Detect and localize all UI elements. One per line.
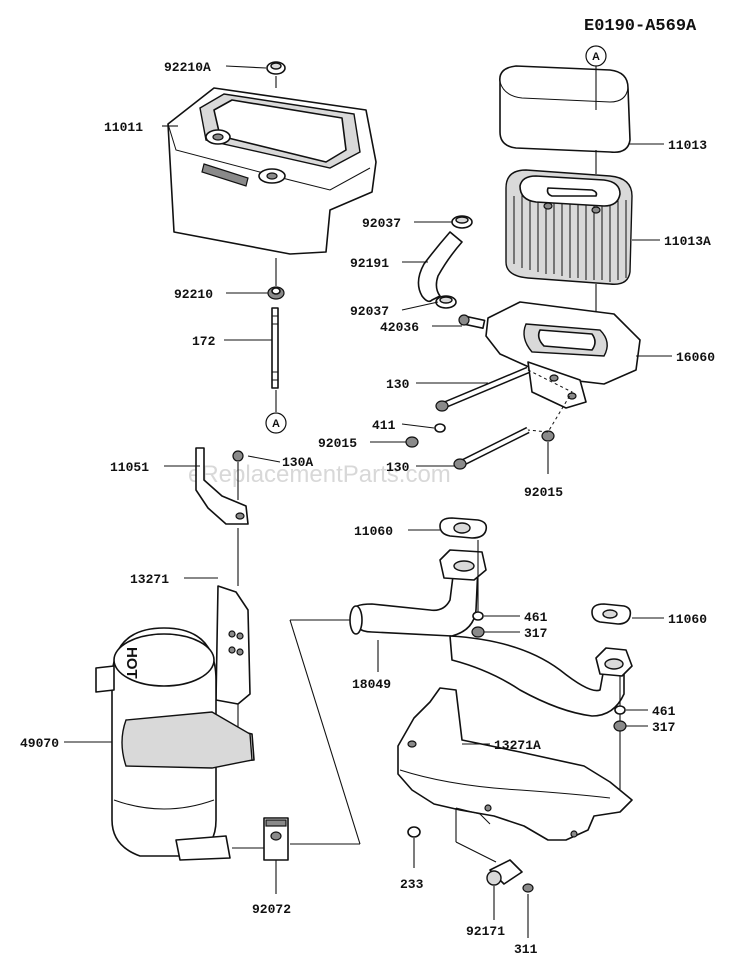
label-18049: 18049 bbox=[352, 677, 391, 692]
bolt-130-lower bbox=[453, 426, 530, 470]
air-cleaner-cover bbox=[167, 87, 377, 255]
knob-92210A bbox=[266, 61, 286, 75]
nut-92015-right bbox=[541, 430, 555, 442]
label-311: 311 bbox=[514, 942, 538, 957]
label-13271A: 13271A bbox=[494, 738, 541, 753]
exhaust-pipe bbox=[349, 549, 633, 717]
muffler-clamp-92072 bbox=[263, 817, 289, 861]
air-filter-element bbox=[505, 169, 633, 285]
muffler-bracket-11051 bbox=[195, 447, 249, 525]
nut-92015-left bbox=[405, 436, 419, 448]
washer-233 bbox=[407, 826, 421, 838]
label-92210A: 92210A bbox=[164, 60, 211, 75]
label-11060-right: 11060 bbox=[668, 612, 707, 627]
gasket-11060-left bbox=[439, 517, 488, 539]
watermark: eReplacementParts.com bbox=[188, 461, 451, 488]
washer-411 bbox=[434, 423, 446, 433]
label-42036: 42036 bbox=[380, 320, 419, 335]
bolt-42036 bbox=[458, 314, 486, 329]
lock-washer-461-right bbox=[614, 705, 626, 715]
label-11011: 11011 bbox=[104, 120, 143, 135]
air-cleaner-base bbox=[485, 301, 641, 409]
label-317-right: 317 bbox=[652, 720, 675, 735]
label-130-upper: 130 bbox=[386, 377, 410, 392]
screw-311 bbox=[522, 883, 534, 893]
label-233: 233 bbox=[400, 877, 424, 892]
label-317-left: 317 bbox=[524, 626, 547, 641]
nut-317-right bbox=[613, 720, 627, 732]
ref-marker-a-lower: A bbox=[265, 412, 287, 434]
label-130A: 130A bbox=[282, 455, 313, 470]
svg-text:A: A bbox=[272, 418, 280, 430]
nut-92210 bbox=[267, 286, 285, 300]
hose-clamp-lower bbox=[435, 295, 457, 309]
label-13271: 13271 bbox=[130, 572, 169, 587]
label-11060-left: 11060 bbox=[354, 524, 393, 539]
label-92015-right: 92015 bbox=[524, 485, 563, 500]
breather-hose bbox=[417, 231, 463, 303]
hose-clamp-upper bbox=[451, 215, 473, 229]
label-411: 411 bbox=[372, 418, 396, 433]
label-461-right: 461 bbox=[652, 704, 676, 719]
gasket-11060-right bbox=[591, 603, 632, 625]
label-11051: 11051 bbox=[110, 460, 149, 475]
exhaust-cover bbox=[397, 687, 633, 841]
pre-filter bbox=[499, 65, 631, 154]
label-92191: 92191 bbox=[350, 256, 389, 271]
spark-arrester-92171 bbox=[486, 859, 523, 886]
label-11013: 11013 bbox=[668, 138, 707, 153]
ref-marker-a-upper: A bbox=[585, 45, 607, 67]
label-16060: 16060 bbox=[676, 350, 715, 365]
label-11013A: 11013A bbox=[664, 234, 711, 249]
label-130-lower: 130 bbox=[386, 460, 410, 475]
svg-text:A: A bbox=[592, 51, 600, 63]
label-92210: 92210 bbox=[174, 287, 213, 302]
muffler: HOT bbox=[95, 627, 253, 861]
nut-317-left bbox=[471, 626, 485, 638]
label-49070: 49070 bbox=[20, 736, 59, 751]
muffler-hot-label: HOT bbox=[123, 647, 140, 679]
stud-172 bbox=[271, 307, 279, 389]
label-92171: 92171 bbox=[466, 924, 505, 939]
label-92037-lower: 92037 bbox=[350, 304, 389, 319]
diagram-code: E0190-A569A bbox=[584, 17, 697, 36]
label-461-left: 461 bbox=[524, 610, 548, 625]
label-92015-left: 92015 bbox=[318, 436, 357, 451]
label-92072: 92072 bbox=[252, 902, 291, 917]
bolt-130-upper bbox=[435, 366, 530, 412]
label-172: 172 bbox=[192, 334, 216, 349]
label-92037-upper: 92037 bbox=[362, 216, 401, 231]
lock-washer-461-left bbox=[472, 611, 484, 621]
